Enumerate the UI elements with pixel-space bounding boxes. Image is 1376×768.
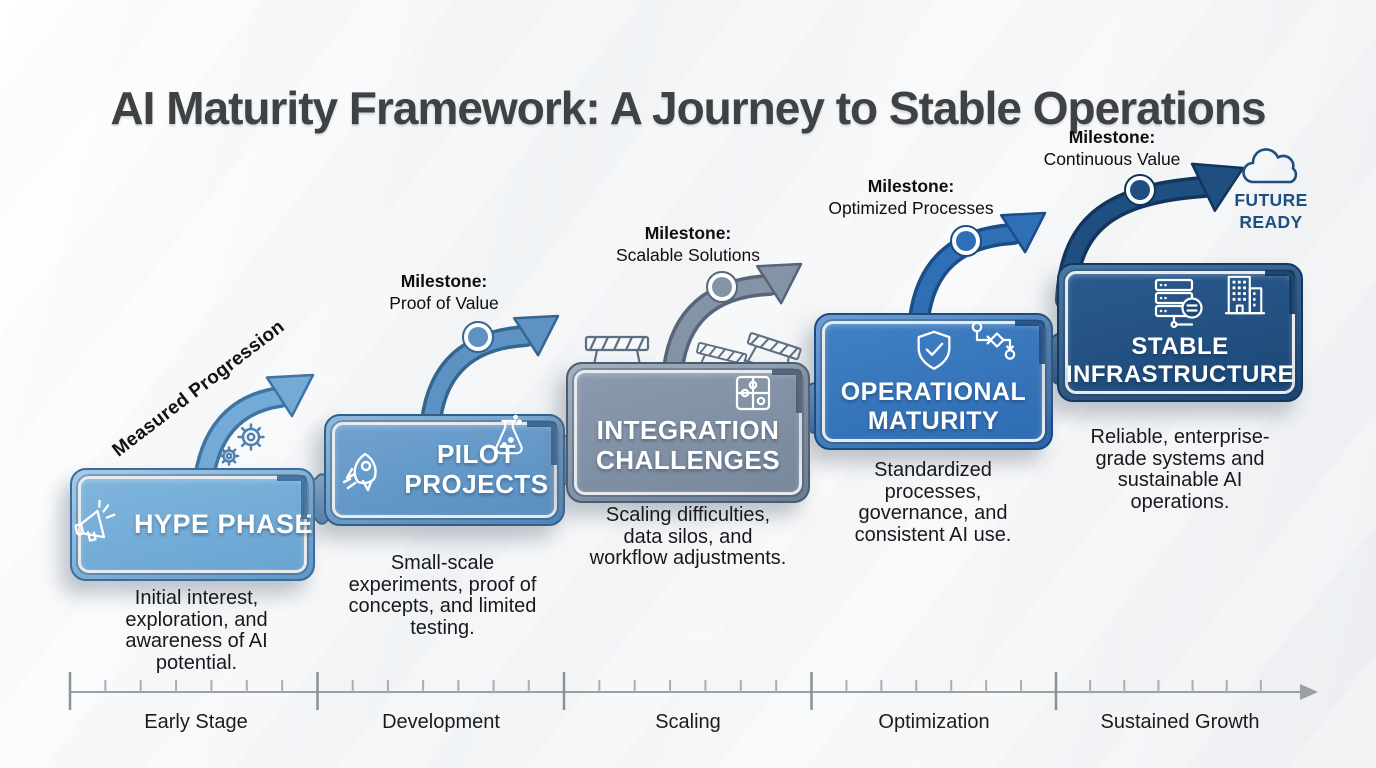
corner-notch	[277, 475, 307, 519]
milestone-title: Milestone:	[400, 271, 488, 291]
milestone-value: Scalable Solutions	[616, 244, 760, 265]
milestone-title: Milestone:	[644, 223, 732, 243]
puzzle-icon	[732, 372, 774, 414]
milestone-title: Milestone:	[867, 176, 955, 196]
milestone-value: Proof of Value	[389, 292, 499, 313]
timeline-label-early-stage: Early Stage	[144, 711, 248, 733]
timeline-label-optimization: Optimization	[878, 711, 990, 733]
milestone-label: Milestone: Continuous Value	[992, 127, 1232, 170]
megaphone-icon	[74, 499, 116, 542]
stage-description: Reliable, enterprise-grade systems and s…	[1090, 426, 1270, 513]
stage-ring: OPERATIONAL MATURITY	[822, 321, 1045, 442]
milestone-value: Optimized Processes	[828, 197, 994, 218]
corner-notch	[527, 421, 557, 465]
future-ready-line1: FUTURE	[1234, 190, 1308, 210]
stage-title: OPERATIONAL MATURITY	[840, 378, 1027, 435]
future-ready-label: FUTURE READY	[1206, 190, 1336, 234]
milestone-label: Milestone: Proof of Value	[324, 271, 564, 314]
server-icon	[1154, 279, 1203, 329]
stage-box-pilot-projects: PILOT PROJECTS	[324, 414, 565, 526]
stage-title: INTEGRATION CHALLENGES	[595, 414, 781, 475]
stage-ring: PILOT PROJECTS	[332, 422, 557, 518]
rocket-icon	[342, 452, 377, 492]
stage-description: Small-scale experiments, proof of concep…	[348, 552, 537, 639]
stage-title: HYPE PHASE	[133, 509, 314, 540]
flask-icon	[491, 414, 527, 462]
stage-description: Scaling difficulties, data silos, and wo…	[589, 504, 787, 570]
timeline-label-development: Development	[382, 711, 500, 733]
building-icon	[1223, 273, 1267, 319]
corner-notch	[1265, 270, 1295, 314]
stage-box-operational-maturity: OPERATIONAL MATURITY	[814, 313, 1053, 450]
cloud-icon	[1238, 144, 1306, 190]
future-ready-line2: READY	[1239, 211, 1303, 232]
stage-description: Standardized processes, governance, and …	[854, 459, 1012, 546]
gears-icon	[214, 420, 272, 472]
stage-ring: HYPE PHASE	[74, 476, 313, 573]
stage-box-stable-infrastructure: STABLE INFRASTRUCTURE	[1057, 263, 1303, 402]
milestone-title: Milestone:	[1068, 127, 1156, 147]
stage-ring: STABLE INFRASTRUCTURE	[1065, 271, 1295, 394]
shield-check-icon	[917, 330, 950, 370]
stage-box-hype-phase: HYPE PHASE	[70, 468, 315, 581]
timeline-label-scaling: Scaling	[655, 711, 721, 733]
timeline-label-sustained-growth: Sustained Growth	[1100, 711, 1260, 733]
stage-ring: INTEGRATION CHALLENGES	[574, 370, 802, 495]
stage-title: STABLE INFRASTRUCTURE	[1065, 333, 1295, 388]
milestone-value: Continuous Value	[1043, 148, 1181, 169]
page-title: AI Maturity Framework: A Journey to Stab…	[110, 81, 1266, 134]
stage-box-integration-challenges: INTEGRATION CHALLENGES	[566, 362, 810, 503]
barricade-icon	[584, 330, 650, 374]
workflow-icon	[969, 320, 1017, 362]
corner-notch	[772, 369, 802, 413]
milestone-label: Milestone: Optimized Processes	[791, 176, 1031, 219]
corner-notch	[1015, 320, 1045, 364]
stage-description: Initial interest, exploration, and aware…	[125, 587, 268, 674]
milestone-label: Milestone: Scalable Solutions	[568, 223, 808, 266]
